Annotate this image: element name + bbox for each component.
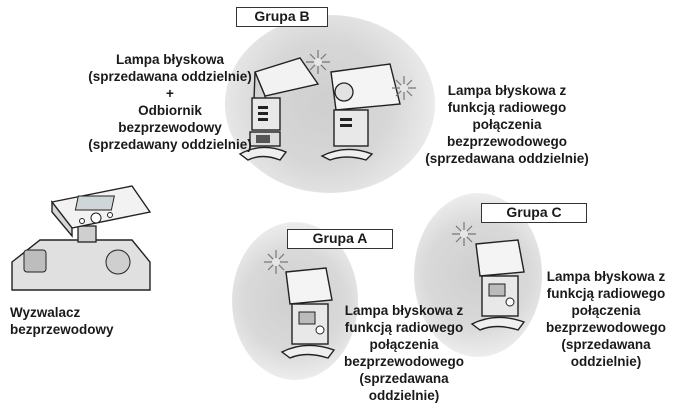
radio-flash-caption-c: Lampa błyskowa z funkcją radiowego połąc… bbox=[545, 269, 666, 369]
wireless-receiver-icon bbox=[238, 131, 288, 161]
flash-unit-icon bbox=[470, 239, 526, 331]
flash-unit-icon bbox=[320, 63, 401, 161]
group-b-label: Grupa B bbox=[236, 7, 328, 27]
wireless-trigger-caption: Wyzwalacz bezprzewodowy bbox=[10, 305, 114, 337]
radio-flash-caption-a: Lampa błyskowa z funkcją radiowego połąc… bbox=[343, 303, 464, 403]
group-a-label: Grupa A bbox=[287, 229, 393, 249]
camera-with-trigger-icon bbox=[11, 185, 152, 291]
flash-receiver-caption: Lampa błyskowa (sprzedawana oddzielnie) … bbox=[88, 52, 252, 152]
flash-burst-icon bbox=[451, 221, 477, 247]
flash-burst-icon bbox=[263, 249, 289, 275]
flash-burst-icon bbox=[305, 49, 331, 75]
flash-unit-icon bbox=[280, 267, 336, 359]
flash-unit-icon bbox=[251, 57, 320, 131]
radio-flash-caption-b: Lampa błyskowa z funkcją radiowego połąc… bbox=[425, 83, 589, 166]
group-c-label: Grupa C bbox=[481, 203, 587, 223]
